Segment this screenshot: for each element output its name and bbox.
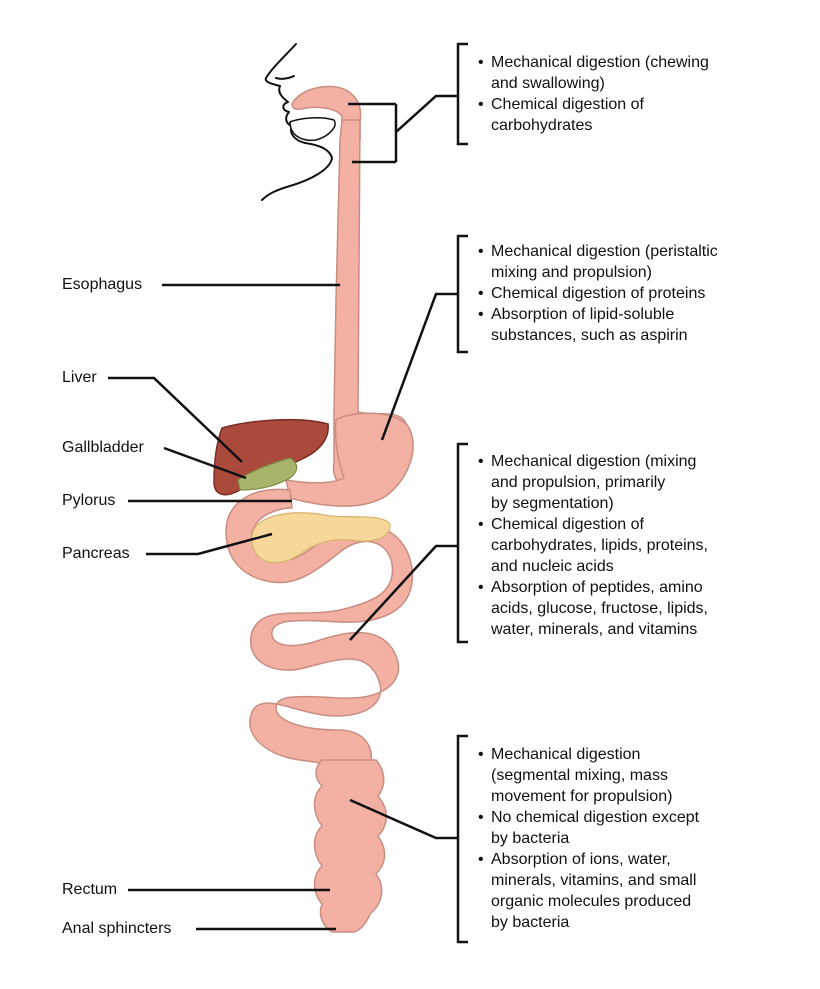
description-item: Mechanical digestion (peristaltic mixing…	[478, 241, 718, 283]
large-intestine	[313, 759, 387, 933]
description-item: Chemical digestion of carbohydrates, lip…	[478, 514, 708, 577]
label-anal-sphincters: Anal sphincters	[62, 920, 172, 937]
description-item: Chemical digestion of proteins	[478, 283, 718, 304]
connector-small-intestine	[349, 544, 458, 641]
digestive-tract	[225, 85, 414, 933]
label-pancreas: Pancreas	[62, 545, 130, 562]
description-item: Mechanical digestion (segmental mixing, …	[478, 744, 699, 807]
bracket-large-intestine	[456, 734, 468, 944]
line-liver	[108, 376, 243, 463]
description-item: Mechanical digestion (chewing and swallo…	[478, 52, 709, 94]
connector-lines	[348, 94, 458, 840]
description-large-intestine: Mechanical digestion (segmental mixing, …	[478, 744, 699, 933]
label-esophagus: Esophagus	[62, 276, 143, 293]
stomach	[285, 412, 414, 507]
description-stomach: Mechanical digestion (peristaltic mixing…	[478, 241, 718, 346]
label-gallbladder: Gallbladder	[62, 439, 144, 456]
connector-mouth	[348, 94, 458, 164]
brackets	[456, 42, 468, 944]
description-item: Absorption of lipid-soluble substances, …	[478, 304, 718, 346]
face-outline	[261, 43, 333, 201]
line-gallbladder	[163, 446, 247, 480]
description-item: Absorption of ions, water, minerals, vit…	[478, 849, 699, 933]
description-item: Mechanical digestion (mixing and propuls…	[478, 451, 708, 514]
pancreas	[251, 512, 391, 564]
gallbladder	[237, 457, 298, 491]
bracket-small-intestine	[456, 442, 468, 644]
bracket-mouth	[456, 42, 468, 146]
label-rectum: Rectum	[62, 881, 118, 898]
connector-large-intestine	[349, 798, 458, 840]
lower-lip-area	[289, 117, 336, 142]
bracket-stomach	[456, 234, 468, 354]
description-mouth: Mechanical digestion (chewing and swallo…	[478, 52, 709, 136]
label-pylorus: Pylorus	[62, 492, 116, 509]
label-liver: Liver	[62, 369, 97, 386]
description-item: No chemical digestion except by bacteria	[478, 807, 699, 849]
description-item: Chemical digestion of carbohydrates	[478, 94, 709, 136]
description-item: Absorption of peptides, amino acids, glu…	[478, 577, 708, 640]
connector-stomach	[380, 292, 458, 441]
label-lines	[108, 283, 340, 931]
line-pancreas	[146, 532, 273, 556]
description-small-intestine: Mechanical digestion (mixing and propuls…	[478, 451, 708, 640]
